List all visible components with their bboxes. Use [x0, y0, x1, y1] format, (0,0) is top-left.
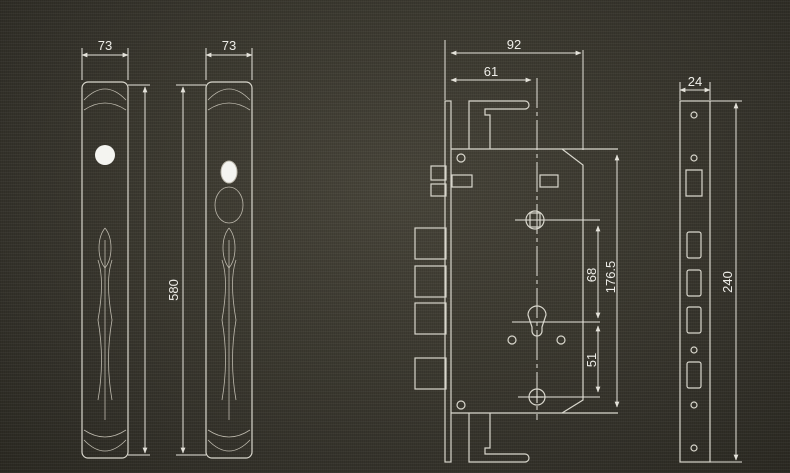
handle-back: 73 580 [166, 38, 253, 459]
faceplate: 24 240 [679, 74, 742, 463]
mortise-lock: 92 61 68 51 176.5 [414, 37, 620, 463]
dim-backset: 61 [484, 64, 498, 79]
handle-front: 73 [81, 38, 150, 459]
dim-cylinder-to-screw: 51 [584, 353, 599, 367]
dim-faceplate-height: 240 [720, 271, 735, 293]
dim-body-height: 176.5 [603, 261, 618, 294]
dim-spindle-to-cylinder: 68 [584, 268, 599, 282]
keyhole-icon [95, 145, 115, 165]
dim-handle-height: 580 [166, 279, 181, 301]
thumb-turn-icon [220, 160, 238, 184]
dim-handle2-width: 73 [222, 38, 236, 53]
dim-handle1-width: 73 [98, 38, 112, 53]
dim-lock-depth: 92 [507, 37, 521, 52]
dim-faceplate-width: 24 [688, 74, 702, 89]
